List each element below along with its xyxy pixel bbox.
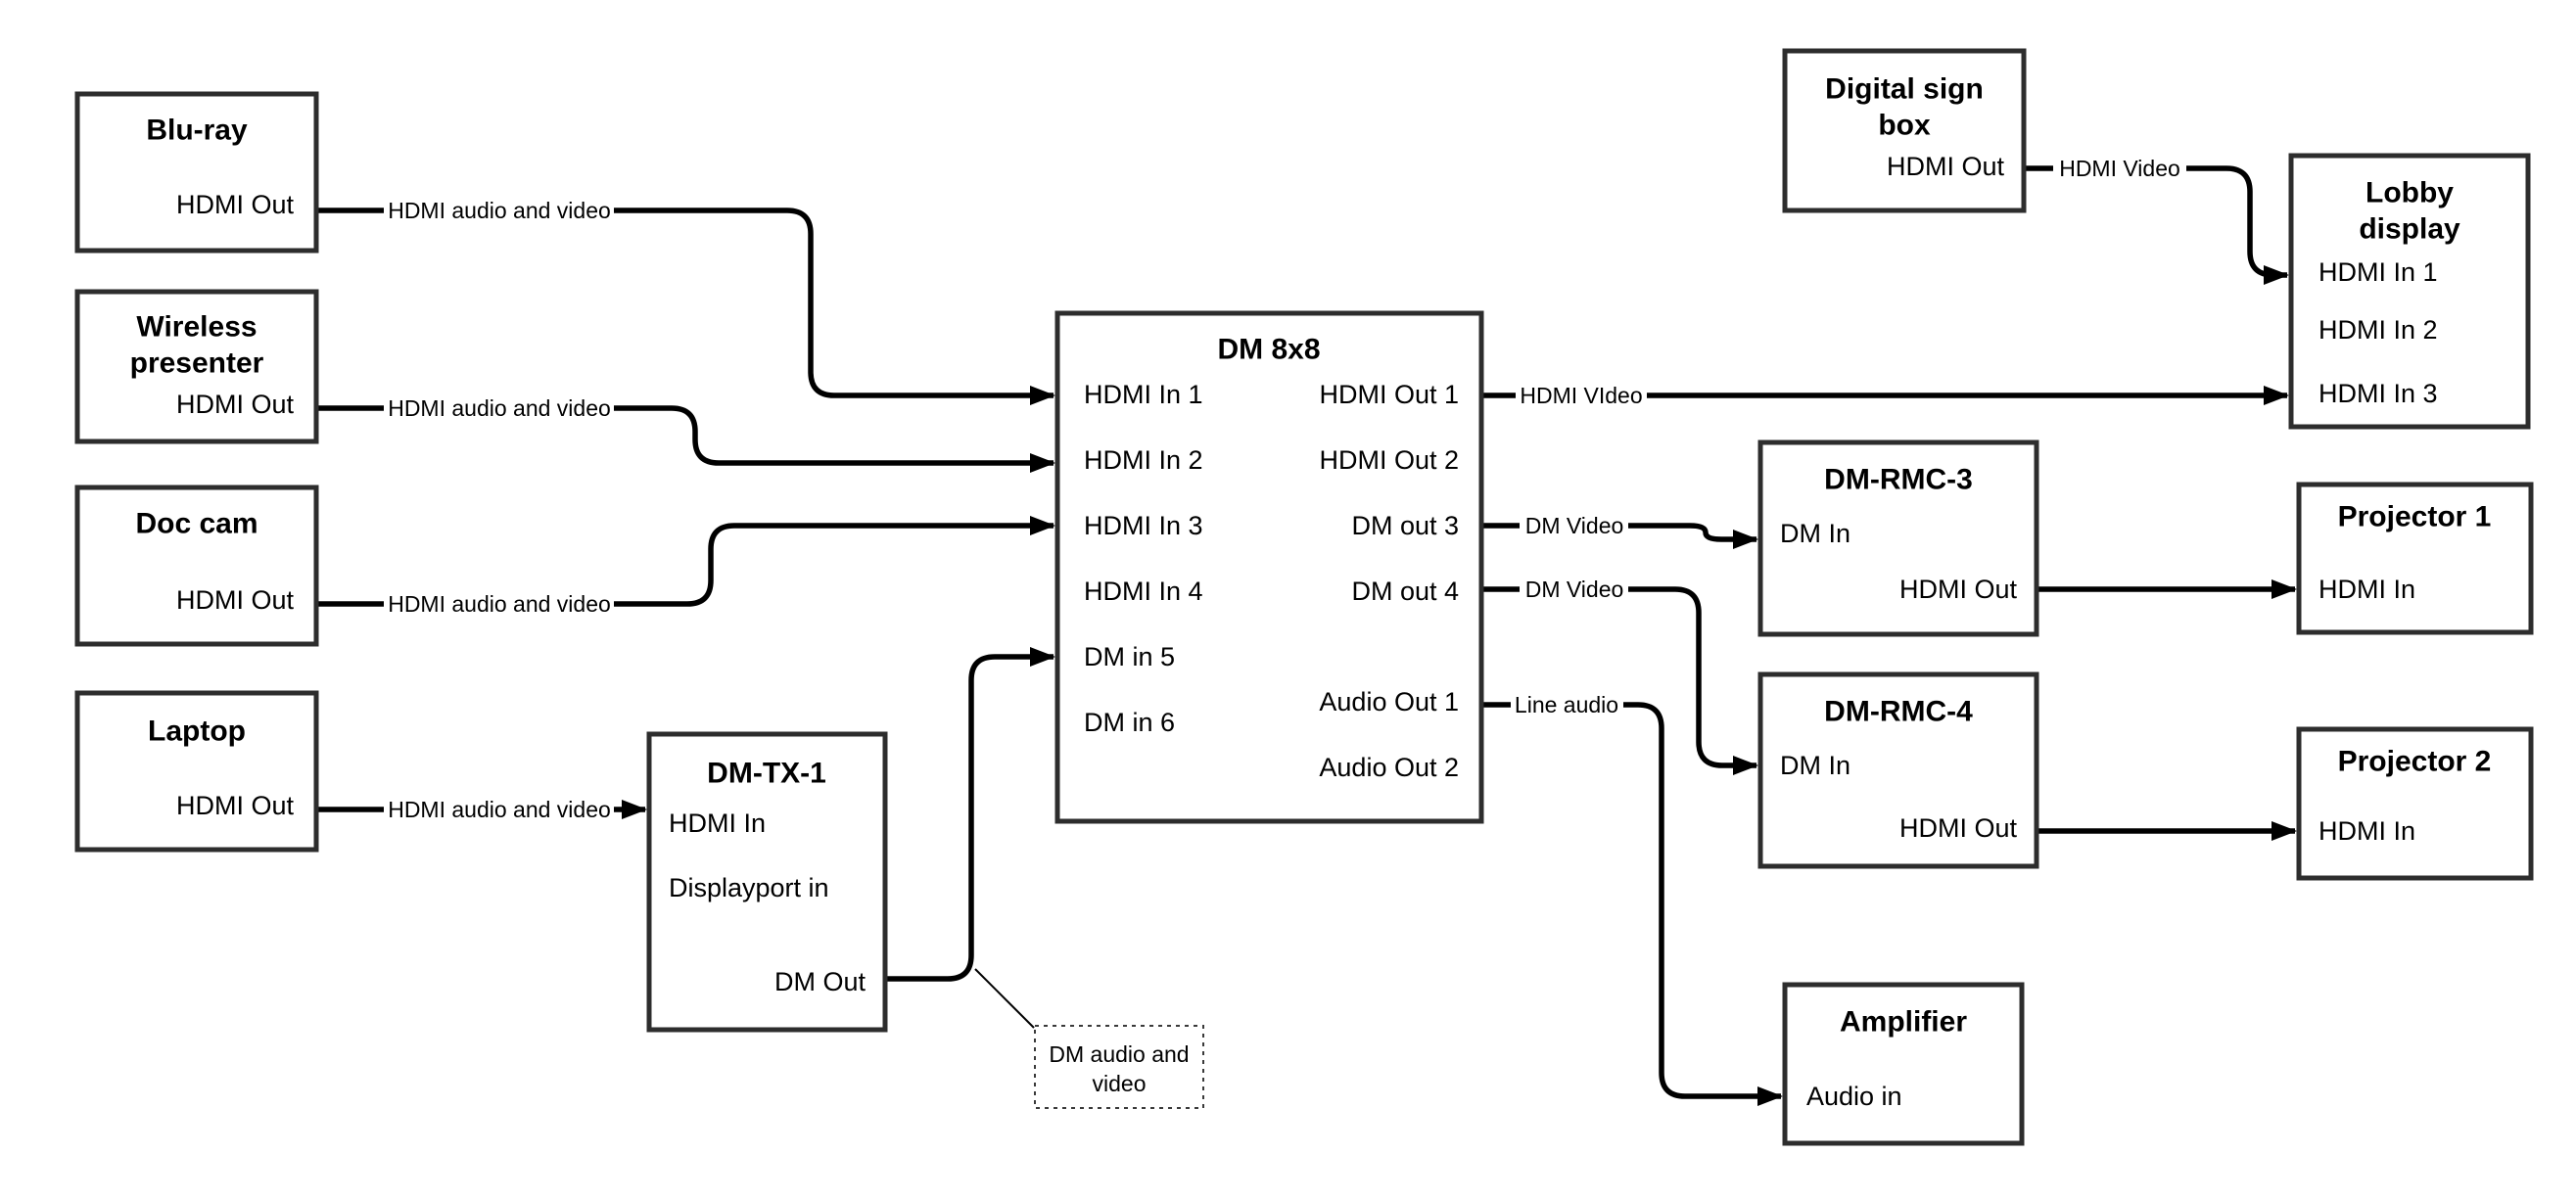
callout-leader-line bbox=[974, 968, 1035, 1029]
wireless-presenter-title-line1: Wireless bbox=[136, 311, 257, 344]
laptop-port-hdmi-out: HDMI Out bbox=[176, 791, 295, 820]
lobby-display-port-hdmi-in-3: HDMI In 3 bbox=[2318, 379, 2438, 408]
projector-2-title: Projector 2 bbox=[2338, 746, 2492, 778]
dm-rmc-3-box: DM-RMC-3 DM In HDMI Out bbox=[1757, 439, 2039, 637]
amplifier-port-audio-in: Audio in bbox=[1806, 1082, 1902, 1111]
lobby-display-port-hdmi-in-1: HDMI In 1 bbox=[2318, 257, 2438, 287]
lobby-display-title-line1: Lobby bbox=[2365, 177, 2454, 209]
digital-sign-port-hdmi-out: HDMI Out bbox=[1887, 152, 2005, 181]
dm-av-callout: DM audio and video bbox=[974, 968, 1204, 1109]
projector-2-rect bbox=[2296, 726, 2534, 881]
dm-8x8-port-hdmi-in-3: HDMI In 3 bbox=[1084, 511, 1203, 540]
wire-doccam-to-dm8x8 bbox=[614, 516, 1055, 607]
wires bbox=[316, 165, 2297, 1106]
laptop-box: Laptop HDMI Out bbox=[74, 690, 319, 853]
label-wireless-hdmi-av: HDMI audio and video bbox=[388, 395, 611, 421]
digital-sign-rect bbox=[1782, 48, 2027, 213]
dm-8x8-port-audio-out-1: Audio Out 1 bbox=[1319, 687, 1459, 716]
wire-audioout1-to-amplifier bbox=[1623, 702, 1783, 1106]
doc-cam-port-hdmi-out: HDMI Out bbox=[176, 585, 295, 615]
label-laptop-hdmi-av: HDMI audio and video bbox=[388, 797, 611, 822]
callout-rect bbox=[1034, 1025, 1204, 1109]
dm-8x8-port-dm-in-6: DM in 6 bbox=[1084, 708, 1175, 737]
dm-8x8-rect bbox=[1054, 310, 1484, 824]
dm-tx-1-title: DM-TX-1 bbox=[707, 758, 826, 790]
wireless-presenter-rect bbox=[74, 289, 319, 444]
dm-8x8-port-dm-out-4: DM out 4 bbox=[1351, 577, 1459, 606]
label-dm-video-out3: DM Video bbox=[1525, 513, 1624, 538]
dm-8x8-port-hdmi-out-1: HDMI Out 1 bbox=[1319, 380, 1459, 409]
callout-text-line2: video bbox=[1093, 1071, 1147, 1096]
laptop-title: Laptop bbox=[148, 716, 246, 748]
dm-rmc-3-rect bbox=[1757, 439, 2039, 637]
label-sign-hdmi-video: HDMI Video bbox=[2059, 156, 2180, 181]
wire-dmout4-to-rmc4 bbox=[1628, 586, 1758, 775]
dm-8x8-port-hdmi-in-1: HDMI In 1 bbox=[1084, 380, 1203, 409]
projector-1-title: Projector 1 bbox=[2338, 501, 2492, 533]
wireless-presenter-port-hdmi-out: HDMI Out bbox=[176, 390, 295, 419]
doc-cam-box: Doc cam HDMI Out bbox=[74, 485, 319, 647]
projector-1-rect bbox=[2296, 482, 2534, 635]
projector-1-box: Projector 1 HDMI In bbox=[2296, 482, 2534, 635]
dm-tx-1-port-dm-out: DM Out bbox=[774, 967, 866, 996]
dm-tx-1-port-hdmi-in: HDMI In bbox=[669, 808, 766, 838]
lobby-display-box: Lobby display HDMI In 1 HDMI In 2 HDMI I… bbox=[2288, 153, 2531, 430]
digital-sign-title-line1: Digital sign bbox=[1825, 73, 1984, 106]
wire-wireless-to-dm8x8 bbox=[614, 405, 1055, 473]
wireless-presenter-box: Wireless presenter HDMI Out bbox=[74, 289, 319, 444]
lobby-display-title-line2: display bbox=[2359, 213, 2460, 246]
dm-tx-1-rect bbox=[646, 731, 888, 1033]
lobby-display-port-hdmi-in-2: HDMI In 2 bbox=[2318, 315, 2438, 345]
dm-8x8-title: DM 8x8 bbox=[1217, 334, 1320, 366]
projector-2-port-hdmi-in: HDMI In bbox=[2318, 816, 2415, 846]
dm-rmc-4-box: DM-RMC-4 DM In HDMI Out bbox=[1757, 671, 2039, 869]
doc-cam-title: Doc cam bbox=[135, 508, 258, 540]
wire-bluray-to-dm8x8 bbox=[614, 208, 1055, 405]
wire-dmout3-to-rmc3 bbox=[1628, 523, 1758, 549]
dm-tx-1-box: DM-TX-1 HDMI In Displayport in DM Out bbox=[646, 731, 888, 1033]
wire-labels: HDMI audio and video HDMI audio and vide… bbox=[388, 156, 2180, 822]
callout-text-line1: DM audio and bbox=[1049, 1041, 1189, 1067]
amplifier-title: Amplifier bbox=[1840, 1006, 1967, 1039]
label-dm-video-out4: DM Video bbox=[1525, 577, 1624, 602]
wire-sign-to-lobby bbox=[2186, 165, 2289, 285]
dm-rmc-4-port-hdmi-out: HDMI Out bbox=[1899, 813, 2018, 843]
dm-rmc-3-port-hdmi-out: HDMI Out bbox=[1899, 575, 2018, 604]
label-line-audio: Line audio bbox=[1515, 692, 1618, 717]
dm-rmc-4-rect bbox=[1757, 671, 2039, 869]
dm-rmc-3-title: DM-RMC-3 bbox=[1824, 464, 1973, 496]
bluray-rect bbox=[74, 91, 319, 254]
bluray-title: Blu-ray bbox=[146, 115, 248, 147]
dm-8x8-port-audio-out-2: Audio Out 2 bbox=[1319, 753, 1459, 782]
dm-tx-1-port-displayport-in: Displayport in bbox=[669, 873, 829, 902]
projector-2-box: Projector 2 HDMI In bbox=[2296, 726, 2534, 881]
dm-8x8-port-dm-out-3: DM out 3 bbox=[1351, 511, 1459, 540]
label-hdmi-video-out1: HDMI VIdeo bbox=[1520, 383, 1642, 408]
label-bluray-hdmi-av: HDMI audio and video bbox=[388, 198, 611, 223]
dm-8x8-port-dm-in-5: DM in 5 bbox=[1084, 642, 1175, 671]
digital-sign-box: Digital sign box HDMI Out bbox=[1782, 48, 2027, 213]
dm-8x8-port-hdmi-in-4: HDMI In 4 bbox=[1084, 577, 1203, 606]
dm-8x8-port-hdmi-in-2: HDMI In 2 bbox=[1084, 445, 1203, 475]
dm-8x8-port-hdmi-out-2: HDMI Out 2 bbox=[1319, 445, 1459, 475]
lobby-display-rect bbox=[2288, 153, 2531, 430]
dm-rmc-4-title: DM-RMC-4 bbox=[1824, 696, 1973, 728]
digital-sign-title-line2: box bbox=[1878, 110, 1931, 142]
dm-8x8-box: DM 8x8 HDMI In 1 HDMI In 2 HDMI In 3 HDM… bbox=[1054, 310, 1484, 824]
laptop-rect bbox=[74, 690, 319, 853]
bluray-box: Blu-ray HDMI Out bbox=[74, 91, 319, 254]
label-doccam-hdmi-av: HDMI audio and video bbox=[388, 591, 611, 617]
bluray-port-hdmi-out: HDMI Out bbox=[176, 190, 295, 219]
dm-rmc-4-port-dm-in: DM In bbox=[1780, 751, 1850, 780]
wire-dmtx1-to-dm8x8 bbox=[885, 647, 1055, 982]
amplifier-box: Amplifier Audio in bbox=[1782, 982, 2025, 1146]
dm-rmc-3-port-dm-in: DM In bbox=[1780, 519, 1850, 548]
wireless-presenter-title-line2: presenter bbox=[130, 347, 264, 380]
doc-cam-rect bbox=[74, 485, 319, 647]
projector-1-port-hdmi-in: HDMI In bbox=[2318, 575, 2415, 604]
amplifier-rect bbox=[1782, 982, 2025, 1146]
